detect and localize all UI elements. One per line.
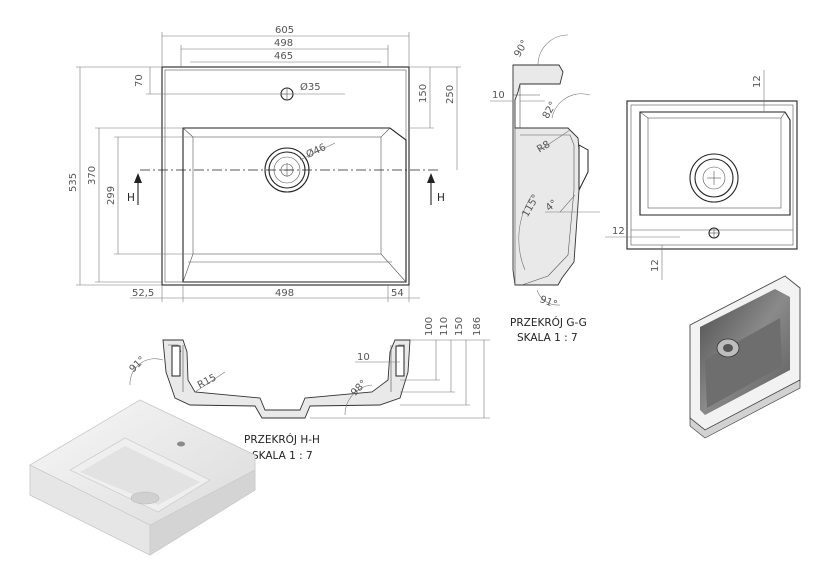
bowl-outline (182, 127, 407, 283)
dim-299: 299 (106, 186, 117, 205)
section-hh: 91° R15 10 98° 100 110 150 186 PRZEKRÓJ … (128, 317, 490, 462)
dim-250: 250 (445, 85, 456, 104)
section-gg-scale: SKALA 1 : 7 (517, 332, 578, 344)
dim-gg-82: 82° (541, 100, 559, 121)
dim-hh-100: 100 (424, 317, 435, 336)
section-hh-scale: SKALA 1 : 7 (252, 450, 313, 462)
dim-hh-110: 110 (439, 317, 450, 336)
dim-70: 70 (134, 74, 145, 87)
dim-back-12-bottom: 12 (650, 259, 661, 272)
dim-498-bottom: 498 (275, 288, 294, 299)
section-gg-profile (512, 64, 580, 286)
dim-back-12-left: 12 (612, 226, 625, 237)
section-mark-right: H (437, 192, 445, 204)
render-3d-white (29, 399, 256, 556)
dim-370: 370 (87, 166, 98, 185)
dim-54: 54 (391, 288, 404, 299)
basin-outline (161, 66, 410, 286)
dim-dia35: Ø35 (300, 81, 321, 93)
render-3d-dark (689, 275, 801, 439)
dim-gg-10: 10 (492, 90, 505, 101)
dim-gg-91: 91° (538, 294, 558, 310)
dim-52-5: 52,5 (132, 288, 154, 299)
back-view: 12 12 12 (605, 70, 798, 280)
dim-535: 535 (68, 173, 79, 192)
dim-498-top: 498 (274, 38, 293, 49)
dim-hh-10: 10 (357, 352, 370, 363)
section-hh-rib-left (171, 345, 181, 377)
dim-hh-186: 186 (472, 317, 483, 336)
dim-dia46: Ø46 (304, 141, 328, 161)
section-gg-title: PRZEKRÓJ G-G (510, 316, 587, 329)
dim-150: 150 (418, 84, 429, 103)
section-gg: 90° 10 82° R8 115° 4° 91° PRZEKRÓJ G-G S… (490, 34, 600, 344)
dim-hh-150: 150 (454, 317, 465, 336)
dim-465: 465 (274, 51, 293, 62)
back-drain (689, 153, 739, 203)
dim-hh-91: 91° (128, 355, 148, 375)
dim-back-12-top: 12 (752, 75, 763, 88)
back-view-outline (626, 100, 798, 250)
dim-hh-r15: R15 (196, 372, 219, 391)
dim-605: 605 (275, 25, 294, 36)
section-arrow-left (134, 173, 142, 205)
section-hh-title: PRZEKRÓJ H-H (244, 433, 320, 446)
section-arrow-right (427, 173, 435, 205)
top-view: H H 605 498 465 70 Ø35 150 250 (68, 25, 461, 302)
dim-gg-90: 90° (512, 38, 530, 59)
section-hh-rib-right (395, 345, 405, 377)
section-gg-drain (578, 144, 589, 191)
section-mark-left: H (127, 192, 135, 204)
